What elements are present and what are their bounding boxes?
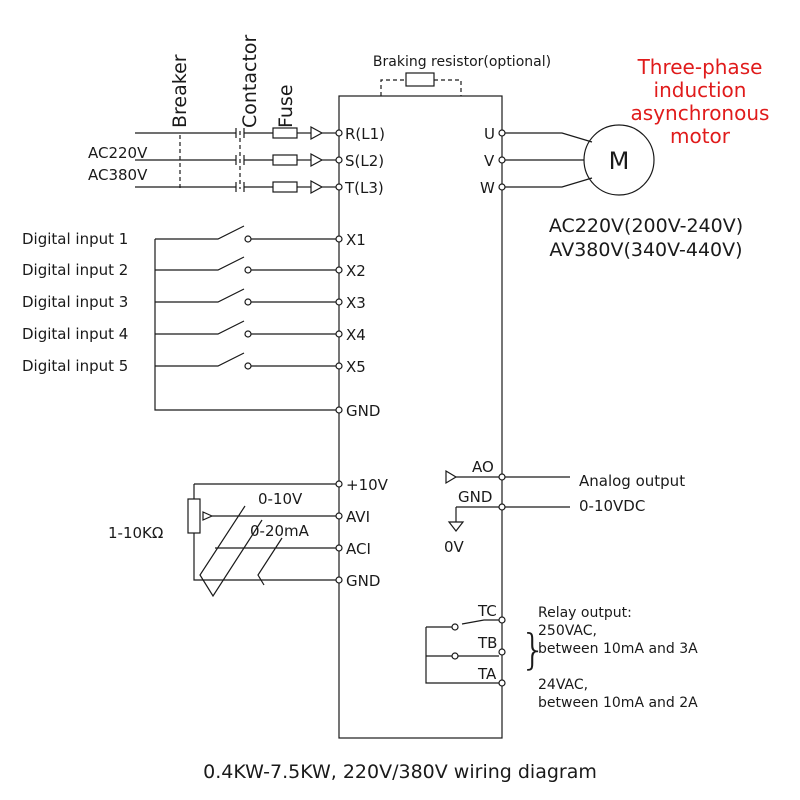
motor-symbol <box>583 124 655 196</box>
svg-text:24VAC,: 24VAC, <box>538 677 588 693</box>
svg-text:X5: X5 <box>346 358 366 376</box>
voltage-ac380: AC380V <box>88 166 148 184</box>
digital-input-terminals: X1 X2 X3 X4 X5 GND <box>346 231 380 420</box>
svg-text:Digital input 4: Digital input 4 <box>22 325 128 343</box>
power-labels: Breaker Contactor Fuse <box>169 34 297 128</box>
svg-text:Digital input 3: Digital input 3 <box>22 293 128 311</box>
analog-output-wiring <box>445 469 570 532</box>
relay-brace: } <box>520 625 547 674</box>
aci-range: 0-20mA <box>250 522 310 540</box>
analog-input-terminals: +10V AVI ACI GND <box>346 476 389 590</box>
fuse-label: Fuse <box>275 84 297 128</box>
power-terminals <box>335 129 343 191</box>
terminal-t: T(L3) <box>344 179 384 197</box>
svg-text:induction: induction <box>654 78 747 102</box>
terminal-s: S(L2) <box>345 152 384 170</box>
svg-text:between 10mA and 2A: between 10mA and 2A <box>538 695 698 711</box>
terminal-u: U <box>484 125 495 143</box>
svg-text:X1: X1 <box>346 231 366 249</box>
svg-text:AVI: AVI <box>346 508 370 526</box>
svg-text:ACI: ACI <box>346 540 371 558</box>
motor-letter: M <box>609 147 630 175</box>
svg-text:Relay output:: Relay output: <box>538 605 632 621</box>
svg-text:+10V: +10V <box>346 476 389 494</box>
svg-text:X2: X2 <box>346 262 366 280</box>
svg-text:GND: GND <box>346 572 380 590</box>
svg-text:Digital input 1: Digital input 1 <box>22 230 128 248</box>
svg-text:Digital input 2: Digital input 2 <box>22 261 128 279</box>
braking-resistor <box>380 72 462 96</box>
motor-wires <box>498 129 593 191</box>
digital-input-labels: Digital input 1 Digital input 2 Digital … <box>22 230 128 375</box>
terminal-tc: TC <box>477 602 497 620</box>
svg-text:motor: motor <box>670 124 731 148</box>
svg-text:250VAC,: 250VAC, <box>538 623 597 639</box>
avi-range: 0-10V <box>258 490 303 508</box>
svg-text:GND: GND <box>346 402 380 420</box>
svg-text:X3: X3 <box>346 294 366 312</box>
diagram-title: 0.4KW-7.5KW, 220V/380V wiring diagram <box>203 761 597 783</box>
terminal-r: R(L1) <box>345 125 385 143</box>
inverter-body <box>338 95 503 739</box>
contactor-label: Contactor <box>239 34 261 128</box>
braking-resistor-label: Braking resistor(optional) <box>373 54 551 70</box>
motor-rating-220: AC220V(200V-240V) <box>549 215 743 237</box>
analog-output-range: 0-10VDC <box>579 497 645 515</box>
analog-output-zero: 0V <box>444 538 465 556</box>
relay-spec: Relay output: 250VAC, between 10mA and 3… <box>538 605 698 711</box>
voltage-ac220: AC220V <box>88 144 148 162</box>
terminal-w: W <box>480 179 495 197</box>
terminal-v: V <box>484 152 495 170</box>
terminal-ao: AO <box>472 458 494 476</box>
breaker-label: Breaker <box>169 54 191 128</box>
svg-text:X4: X4 <box>346 326 366 344</box>
terminal-ao-gnd: GND <box>458 488 492 506</box>
analog-input-wiring <box>187 480 343 598</box>
motor-rating-380: AV380V(340V-440V) <box>549 239 742 261</box>
svg-text:Three-phase: Three-phase <box>637 55 763 79</box>
svg-text:Digital input 5: Digital input 5 <box>22 357 128 375</box>
potentiometer <box>187 498 201 534</box>
digital-input-wiring <box>154 225 343 414</box>
power-lines <box>135 125 336 195</box>
analog-output-label: Analog output <box>579 472 685 490</box>
terminal-tb: TB <box>477 634 497 652</box>
terminal-ta: TA <box>477 665 497 683</box>
svg-text:asynchronous: asynchronous <box>631 101 770 125</box>
relay-wiring <box>425 616 506 687</box>
potentiometer-label: 1-10KΩ <box>108 524 163 542</box>
svg-text:between 10mA and 3A: between 10mA and 3A <box>538 641 698 657</box>
motor-title: Three-phase induction asynchronous motor <box>631 55 770 148</box>
